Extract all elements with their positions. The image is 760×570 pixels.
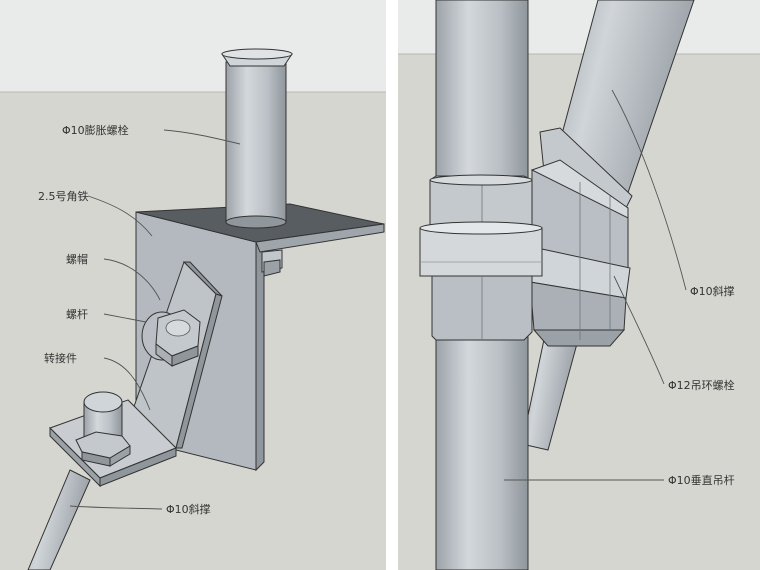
lower-bolt xyxy=(75,391,131,467)
expansion-bolt xyxy=(221,48,293,229)
label-vertical-rod: Φ10垂直吊杆 xyxy=(668,473,735,487)
ring-bolt-vertical xyxy=(419,174,543,341)
label-nut: 螺帽 xyxy=(66,253,88,266)
label-adapter: 转接件 xyxy=(44,351,77,365)
ring-bolt-diagonal xyxy=(527,127,633,347)
label-diagonal-brace-left: Φ10斜撑 xyxy=(166,502,211,516)
left-leader-lines xyxy=(69,129,241,510)
diagonal-brace-rod xyxy=(27,469,91,570)
label-screw-rod: 螺杆 xyxy=(66,307,88,321)
label-diagonal-brace-right: Φ10斜撑 xyxy=(690,284,735,298)
label-angle-iron: 2.5号角铁 xyxy=(38,190,89,203)
right-panel: Φ10斜撑 Φ12吊环螺栓 Φ10垂直吊杆 xyxy=(398,0,760,570)
panel-divider xyxy=(386,0,398,570)
right-leader-lines xyxy=(504,89,687,481)
ceiling-background xyxy=(0,0,386,92)
left-panel: Φ10膨胀螺栓 2.5号角铁 螺帽 螺杆 转接件 Φ10斜撑 xyxy=(0,0,386,570)
label-expansion-bolt: Φ10膨胀螺栓 xyxy=(62,123,129,137)
nut-and-screw-rod xyxy=(141,309,201,367)
label-ring-bolt: Φ12吊环螺栓 xyxy=(668,378,735,392)
